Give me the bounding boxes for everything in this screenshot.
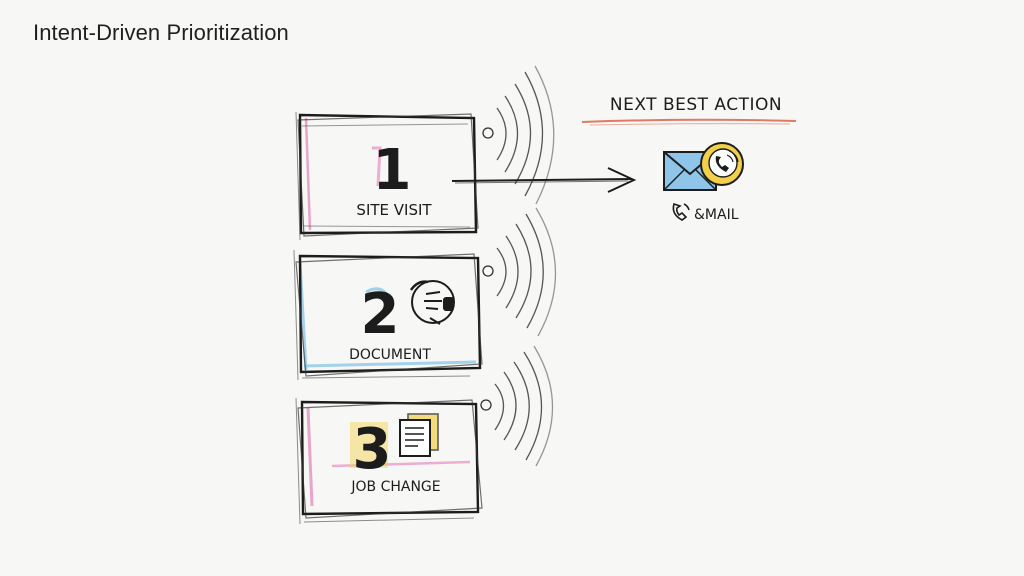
arrow-icon: [451, 167, 637, 193]
phone-icon: [700, 142, 744, 186]
page-title: Intent-Driven Prioritization: [33, 20, 289, 45]
signal-waves-icon: [482, 65, 555, 205]
step-card-3: 3 JOB CHANGE: [295, 397, 483, 525]
step-number-1: 1: [373, 138, 412, 203]
next-best-action: NEXT BEST ACTION &MAIL: [581, 95, 797, 223]
signal-waves-icon: [482, 207, 557, 337]
step-number-2: 2: [361, 282, 400, 347]
step-card-1: 1 SITE VISIT: [295, 111, 479, 241]
signal-waves-icon: [480, 345, 554, 467]
action-heading: NEXT BEST ACTION: [610, 95, 782, 115]
action-label: &MAIL: [694, 207, 739, 223]
step-number-3: 3: [353, 417, 392, 482]
chat-icon: [409, 280, 455, 325]
step-label-1: SITE VISIT: [356, 201, 432, 219]
step-label-2: DOCUMENT: [349, 347, 431, 363]
phone-icon: [672, 202, 690, 221]
step-card-2: 2 DOCUMENT: [293, 249, 483, 381]
step-label-3: JOB CHANGE: [350, 479, 440, 495]
document-icon: [399, 413, 439, 457]
